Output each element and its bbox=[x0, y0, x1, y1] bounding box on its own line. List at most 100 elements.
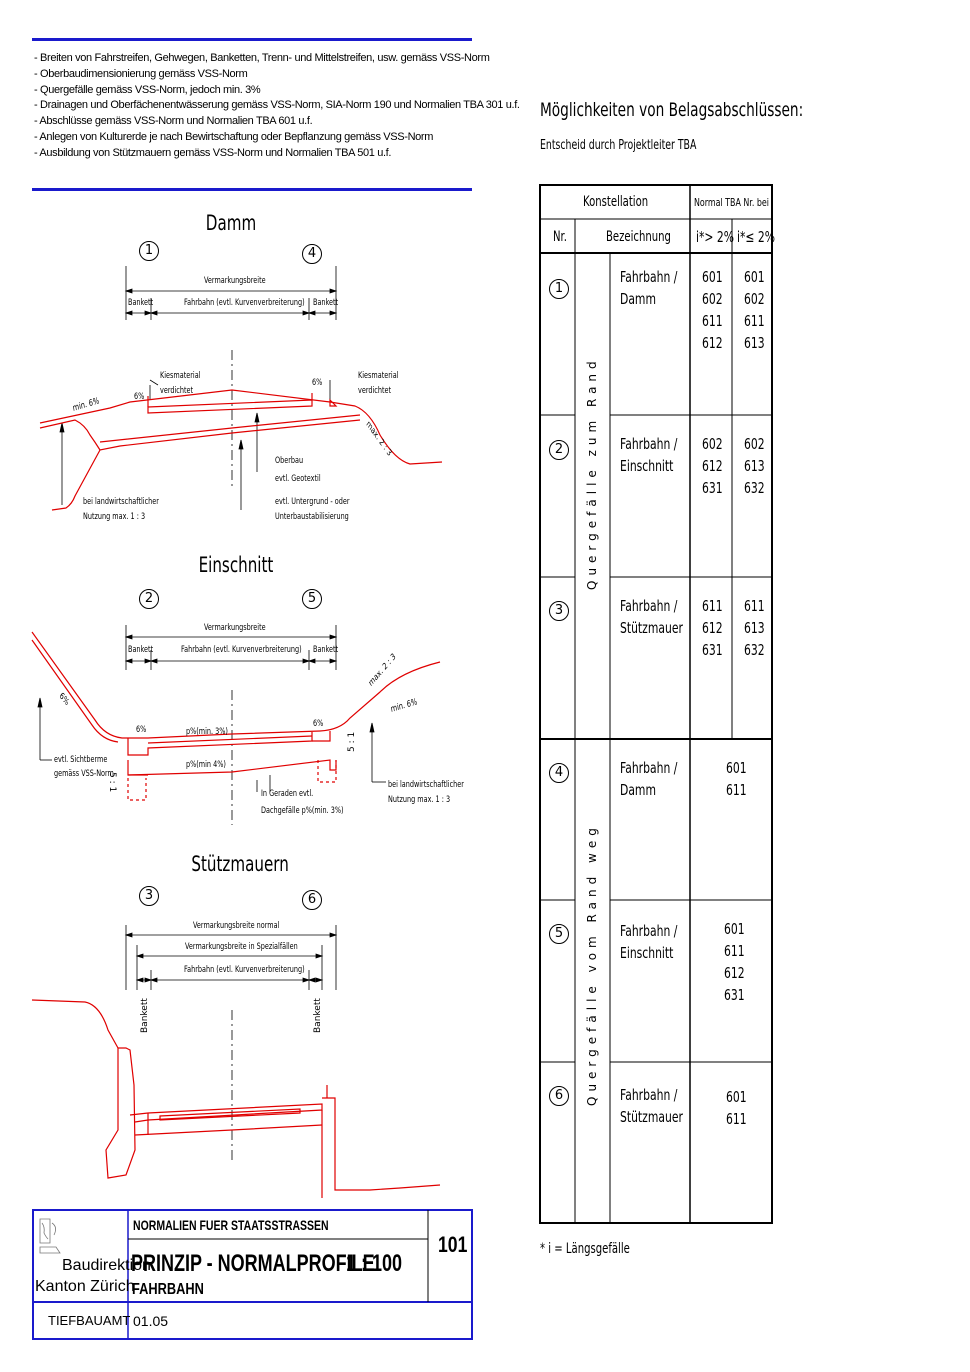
note-item: - Anlegen von Kulturerde je nach Bewirts… bbox=[34, 130, 434, 143]
canton-crest-icon bbox=[39, 1218, 61, 1254]
einschnitt-ratio-right: 5 : 1 bbox=[347, 731, 357, 752]
org-line-1: Baudirektion bbox=[62, 1257, 151, 1274]
group-vom-rand-weg: Quergefälle vom Rand weg bbox=[585, 823, 599, 1106]
damm-untergrund-2: Unterbaustabilisierung bbox=[275, 512, 349, 522]
note-item: - Quergefälle gemäss VSS-Norm, jedoch mi… bbox=[34, 83, 261, 96]
row-nr: 6 bbox=[549, 1086, 569, 1106]
damm-bankett-left: Bankett bbox=[128, 298, 154, 308]
damm-nutzung-2: Nutzung max. 1 : 3 bbox=[83, 512, 146, 522]
damm-untergrund-1: evtl. Untergrund - oder bbox=[275, 497, 350, 507]
damm-drawing bbox=[39, 266, 443, 511]
damm-nutzung-1: bei landwirtschaftlicher bbox=[83, 497, 159, 507]
einschnitt-vermarkung: Vermarkungsbreite bbox=[204, 623, 266, 633]
col-normal: Normal TBA Nr. bei bbox=[694, 196, 769, 209]
row-merged: 601 611 bbox=[726, 1088, 747, 1128]
damm-num-right: 4 bbox=[302, 244, 322, 264]
row-bezeichnung: Fahrbahn / Damm bbox=[620, 759, 678, 799]
drawing-scale: 1 : 100 bbox=[346, 1250, 403, 1277]
col-le2: i*≤ 2% bbox=[737, 228, 776, 246]
stuetz-drawing bbox=[31, 925, 441, 1198]
col-nr: Nr. bbox=[553, 229, 567, 245]
einschnitt-p3: p%(min. 3%) bbox=[186, 727, 228, 737]
damm-title: Damm bbox=[205, 211, 257, 235]
einschnitt-geraden-2: Dachgefälle p%(min. 3%) bbox=[261, 806, 344, 816]
row-nr: 3 bbox=[549, 601, 569, 621]
note-item: - Ausbildung von Stützmauern gemäss VSS-… bbox=[34, 146, 392, 159]
damm-pct-left: 6% bbox=[134, 392, 145, 402]
note-item: - Oberbaudimensionierung gemäss VSS-Norm bbox=[34, 67, 248, 80]
col-bezeichnung: Bezeichnung bbox=[606, 229, 671, 245]
col-konstellation: Konstellation bbox=[583, 194, 649, 210]
row-gt: 602 612 631 bbox=[702, 435, 723, 497]
row-bezeichnung: Fahrbahn / Stützmauer bbox=[620, 597, 683, 637]
row-bezeichnung: Fahrbahn / Einschnitt bbox=[620, 435, 678, 475]
damm-pct-right: 6% bbox=[312, 378, 323, 388]
stuetz-verm-spezial: Vermarkungsbreite in Spezialfällen bbox=[185, 942, 298, 952]
damm-fahrbahn: Fahrbahn (evtl. Kurvenverbreiterung) bbox=[184, 298, 305, 308]
row-gt: 601 602 611 612 bbox=[702, 268, 723, 352]
row-nr: 1 bbox=[549, 279, 569, 299]
einschnitt-nutzung-2: Nutzung max. 1 : 3 bbox=[388, 795, 451, 805]
stuetz-verm-normal: Vermarkungsbreite normal bbox=[193, 921, 280, 931]
drawing-title: PRINZIP - NORMALPROFILE bbox=[131, 1250, 375, 1277]
drawing-subtitle: FAHRBAHN bbox=[132, 1281, 204, 1298]
einschnitt-sicht-2: gemäss VSS-Norm bbox=[54, 769, 114, 779]
einschnitt-nutzung-1: bei landwirtschaftlicher bbox=[388, 780, 464, 790]
einschnitt-bankett-left: Bankett bbox=[128, 645, 154, 655]
einschnitt-drawing bbox=[31, 625, 441, 825]
damm-kies-right-1: Kiesmaterial bbox=[358, 371, 399, 381]
department: TIEFBAUAMT bbox=[48, 1313, 131, 1328]
einschnitt-title: Einschnitt bbox=[198, 553, 274, 577]
damm-kies-right-2: verdichtet bbox=[358, 386, 392, 396]
row-gt: 611 612 631 bbox=[702, 597, 723, 659]
series-title: NORMALIEN FUER STAATSSTRASSEN bbox=[133, 1217, 329, 1233]
einschnitt-sicht-1: evtl. Sichtberme bbox=[54, 755, 108, 765]
row-nr: 2 bbox=[549, 440, 569, 460]
row-nr: 4 bbox=[549, 763, 569, 783]
row-le: 611 613 632 bbox=[744, 597, 765, 659]
damm-num-left: 1 bbox=[139, 241, 159, 261]
drawing-number: 101 bbox=[438, 1232, 468, 1257]
note-item: - Drainagen und Oberfächenentwässerung g… bbox=[34, 99, 520, 112]
note-item: - Abschlüsse gemäss VSS-Norm und Normali… bbox=[34, 115, 313, 128]
right-heading: Möglichkeiten von Belagsabschlüssen: bbox=[540, 99, 804, 121]
stuetz-num-left: 3 bbox=[139, 886, 159, 906]
einschnitt-p4: p%(min 4%) bbox=[186, 760, 226, 770]
right-subheading: Entscheid durch Projektleiter TBA bbox=[540, 138, 697, 153]
damm-kies-left-2: verdichtet bbox=[160, 386, 194, 396]
damm-vermarkung: Vermarkungsbreite bbox=[204, 276, 266, 286]
row-le: 601 602 611 613 bbox=[744, 268, 765, 352]
stuetz-num-right: 6 bbox=[302, 890, 322, 910]
damm-bankett-right: Bankett bbox=[313, 298, 339, 308]
stuetz-title: Stützmauern bbox=[191, 852, 289, 876]
damm-geotextil: evtl. Geotextil bbox=[275, 474, 321, 484]
einschnitt-num-right: 5 bbox=[302, 589, 322, 609]
damm-oberbau: Oberbau bbox=[275, 456, 304, 466]
einschnitt-pct-left: 6% bbox=[136, 725, 147, 735]
row-bezeichnung: Fahrbahn / Einschnitt bbox=[620, 922, 678, 962]
notes-list: - Breiten von Fahrstreifen, Gehwegen, Ba… bbox=[34, 51, 520, 162]
row-merged: 601 611 612 631 bbox=[724, 920, 745, 1004]
stuetz-bankett-left: Bankett bbox=[140, 998, 150, 1033]
einschnitt-pct-right: 6% bbox=[313, 719, 324, 729]
options-table-grid bbox=[539, 184, 773, 1224]
footnote: * i = Längsgefälle bbox=[540, 1241, 630, 1257]
col-gt2: i*> 2% bbox=[696, 228, 735, 246]
row-le: 602 613 632 bbox=[744, 435, 765, 497]
title-block-frame bbox=[32, 1209, 473, 1340]
row-bezeichnung: Fahrbahn / Damm bbox=[620, 268, 678, 308]
drawing-date: 01.05 bbox=[133, 1313, 169, 1329]
einschnitt-geraden-1: In Geraden evtl. bbox=[261, 789, 314, 799]
damm-kies-left-1: Kiesmaterial bbox=[160, 371, 201, 381]
org-line-2: Kanton Zürich bbox=[35, 1278, 135, 1295]
row-nr: 5 bbox=[549, 924, 569, 944]
group-zum-rand: Quergefälle zum Rand bbox=[585, 356, 599, 590]
row-bezeichnung: Fahrbahn / Stützmauer bbox=[620, 1086, 683, 1126]
note-item: - Breiten von Fahrstreifen, Gehwegen, Ba… bbox=[34, 52, 490, 64]
stuetz-bankett-right: Bankett bbox=[313, 998, 323, 1033]
stuetz-fahrbahn: Fahrbahn (evtl. Kurvenverbreiterung) bbox=[184, 965, 305, 975]
row-merged: 601 611 bbox=[726, 759, 747, 799]
notes-bottom-rule bbox=[32, 188, 472, 191]
top-rule bbox=[32, 38, 472, 41]
einschnitt-fahrbahn: Fahrbahn (evtl. Kurvenverbreiterung) bbox=[181, 645, 302, 655]
